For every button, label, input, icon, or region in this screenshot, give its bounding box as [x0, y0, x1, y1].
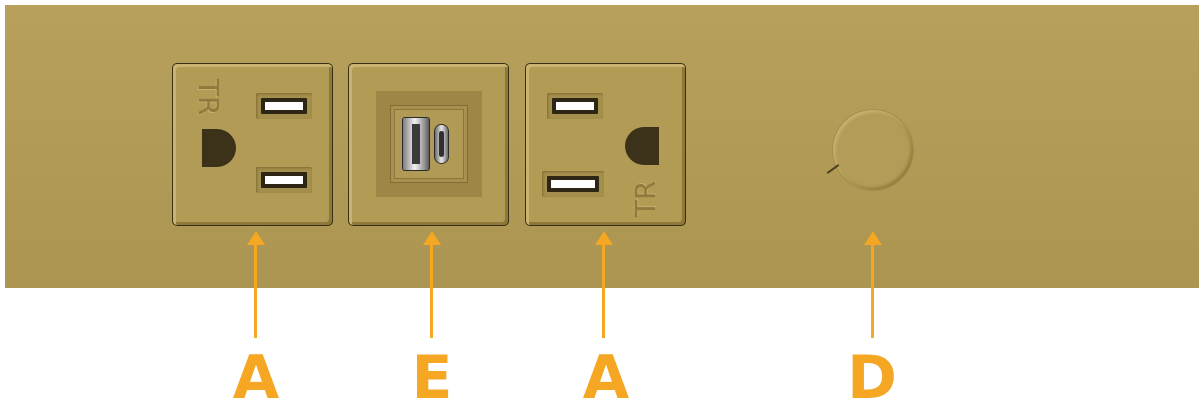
arrow-head-a2 [595, 231, 613, 245]
outlet-module-right: TR [525, 63, 686, 226]
usb-module [348, 63, 509, 226]
outlet-slot-top [261, 98, 307, 114]
arrow-line-e [430, 243, 433, 338]
outlet-slot-bottom [261, 172, 307, 188]
arrow-head-a1 [247, 231, 265, 245]
arrow-head-e [423, 231, 441, 245]
ground-hole [625, 127, 659, 165]
arrow-line-a2 [602, 243, 605, 338]
arrow-line-d [871, 243, 874, 338]
usb-a-port-icon [403, 118, 429, 170]
arrow-head-d [864, 231, 882, 245]
tr-marking: TR [192, 79, 225, 116]
outlet-slot-bottom [547, 176, 599, 192]
arrow-line-a1 [254, 243, 257, 338]
callout-label-e: E [411, 343, 453, 412]
rotary-knob [833, 110, 913, 190]
outlet-slot-top [552, 98, 598, 114]
callout-label-a-left: A [232, 343, 280, 412]
outlet-module-left: TR [172, 63, 333, 226]
callout-label-a-right: A [582, 343, 630, 412]
ground-hole [202, 129, 236, 167]
callout-label-d: D [847, 343, 897, 412]
tr-marking: TR [629, 180, 662, 217]
usb-c-port-icon [435, 125, 448, 163]
